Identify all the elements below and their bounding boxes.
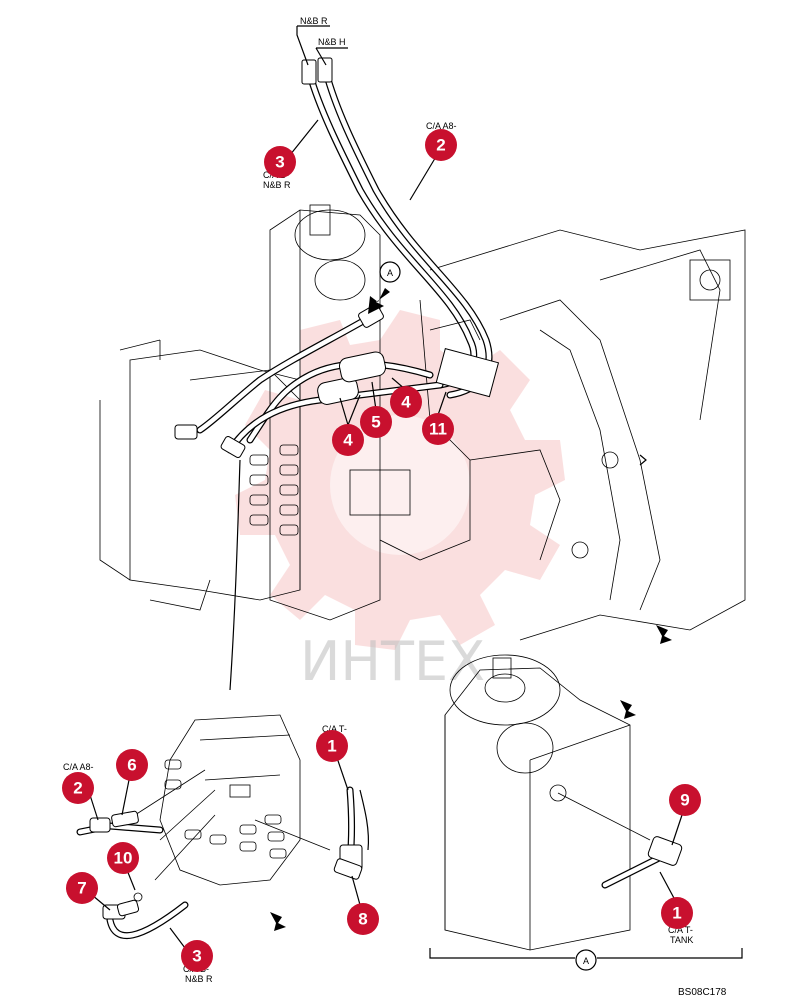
callout-2-lower: 2 [62,772,94,804]
svg-text:4: 4 [343,431,353,450]
callout-11: 11 [422,413,454,445]
detail-tank-view-a [444,654,683,951]
svg-text:3: 3 [275,153,284,172]
view-marker-label: A [387,268,393,278]
label-tank-right: TANK [670,935,693,945]
view-a-marker: A [583,956,589,966]
label-ca-a8-lower: C/A A8- [63,762,94,772]
callout-10: 10 [107,842,139,874]
callout-5: 5 [360,406,392,438]
svg-text:6: 6 [127,756,136,775]
svg-text:7: 7 [77,879,86,898]
callout-7: 7 [66,872,98,904]
direction-arrows [270,454,672,931]
callout-4-left: 4 [332,424,364,456]
view-a-bracket: A [429,948,743,971]
detail-control-valve [76,714,370,939]
svg-text:11: 11 [429,420,447,439]
svg-text:2: 2 [73,779,82,798]
svg-text:3: 3 [192,947,201,966]
callout-1-lower: 1 [316,730,348,762]
watermark-text: ИНТЕХ [300,630,485,693]
leaders-lower-right [659,814,683,901]
svg-text:4: 4 [401,393,411,412]
svg-text:1: 1 [672,904,681,923]
lower-right-labels: C/A T- TANK [668,925,693,945]
machine-frame-upper [99,204,746,641]
callout-2-upper: 2 [425,129,457,161]
drawing-code: BS08C178 [678,987,727,998]
callout-8: 8 [347,903,379,935]
svg-text:10: 10 [114,849,133,868]
label-ca-a8-upper: C/A A8- [426,121,457,131]
label-nbr-upper: N&B R [263,180,291,190]
valve-spools-lower [164,759,287,859]
svg-text:1: 1 [327,737,336,756]
label-ca-t-right: C/A T- [668,925,693,935]
callout-3-lower: 3 [181,940,213,972]
label-ca-t-lower: C/A T- [322,724,347,734]
svg-text:9: 9 [680,791,689,810]
view-arrow-a: A [368,261,401,314]
label-nb-r-top: N&B R [300,16,328,26]
callout-4-right: 4 [390,386,422,418]
leaders-upper [289,119,447,426]
callout-3-upper: 3 [264,146,296,178]
callout-6: 6 [116,749,148,781]
label-nbr-lower: N&B R [185,974,213,984]
valve-spools-upper [249,444,299,536]
svg-text:8: 8 [358,910,367,929]
label-nb-h-top: N&B H [318,37,346,47]
callout-9: 9 [669,784,701,816]
callout-1-right: 1 [661,897,693,929]
svg-text:2: 2 [436,136,445,155]
svg-text:5: 5 [371,413,380,432]
